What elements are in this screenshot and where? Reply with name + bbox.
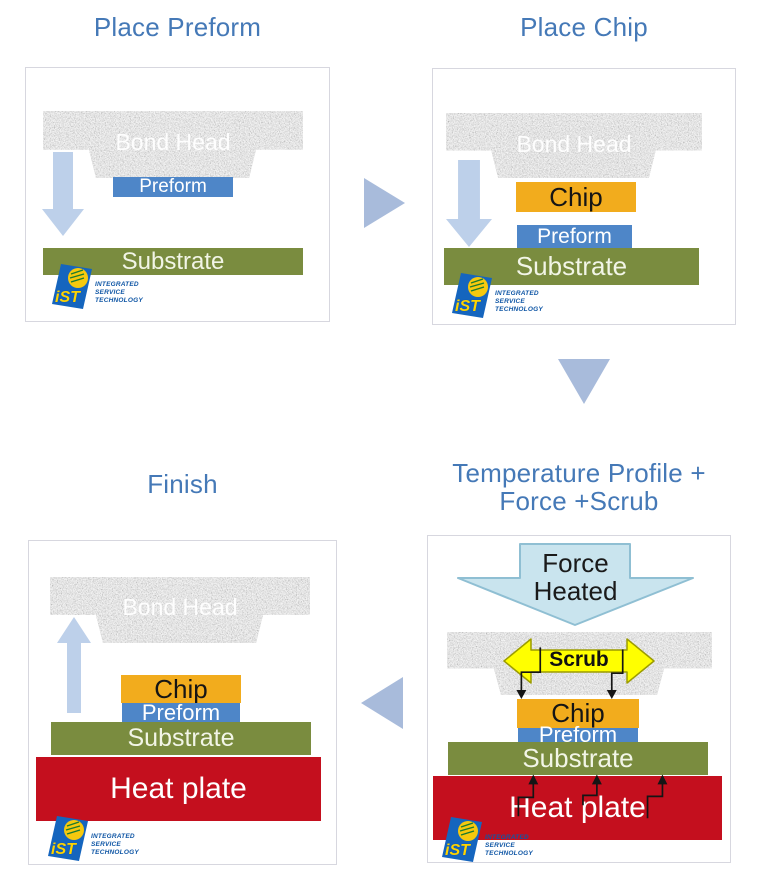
ist-logo-mark: iST — [52, 263, 92, 309]
flow-arrow-left-icon — [361, 677, 403, 729]
preform-layer: Preform — [113, 176, 233, 197]
ist-logo-mark: iST — [442, 816, 482, 862]
ist-logo-abbr: iST — [51, 841, 76, 858]
substrate-layer: Substrate — [51, 722, 311, 755]
force-heated-label: Force Heated — [533, 548, 618, 606]
force-heated-arrow: Force Heated — [457, 543, 694, 627]
bond-head-label: Bond Head — [122, 594, 238, 620]
title-line: Finish — [147, 469, 218, 499]
ist-logo-text: INTEGRATED SERVICE TECHNOLOGY — [91, 833, 139, 856]
substrate-layer: Substrate — [448, 742, 708, 775]
preform-label: Preform — [139, 176, 207, 197]
bond-head-shape — [447, 632, 712, 695]
ist-logo-abbr: iST — [455, 298, 480, 315]
ist-logo-shape — [48, 816, 88, 861]
preform-layer: Preform — [517, 225, 632, 248]
panel-title-temperature-force-scrub: Temperature Profile + Force +Scrub — [427, 459, 731, 515]
heat-plate-label: Heat plate — [509, 791, 646, 824]
ist-logo: iST INTEGRATED SERVICE TECHNOLOGY — [52, 263, 143, 309]
panel-temperature-force-scrub: Force Heated Scrub Chip Preform — [427, 535, 731, 863]
panel-title-finish: Finish — [28, 470, 337, 498]
heat-plate-layer: Heat plate — [433, 776, 722, 840]
flow-arrow-down-icon — [558, 359, 610, 404]
heat-flow-arrows — [516, 647, 668, 819]
heat-plate-layer: Heat plate — [36, 757, 321, 821]
down-arrow-icon — [446, 160, 492, 247]
ist-logo-text: INTEGRATED SERVICE TECHNOLOGY — [485, 834, 533, 857]
scrub-label: Scrub — [549, 648, 609, 671]
panel-title-place-chip: Place Chip — [432, 13, 736, 41]
ist-logo-mark: iST — [48, 815, 88, 861]
ist-logo-text: INTEGRATED SERVICE TECHNOLOGY — [495, 290, 543, 313]
bond-head-shape — [50, 577, 310, 643]
chip-layer: Chip — [517, 698, 639, 728]
bond-head: Bond Head — [446, 113, 702, 178]
substrate-label: Substrate — [127, 724, 235, 752]
chip-label: Chip — [549, 181, 603, 212]
ist-logo-shape — [442, 817, 482, 862]
bond-head-label: Bond Head — [115, 129, 231, 155]
preform-label: Preform — [141, 699, 221, 725]
ist-logo-mark: iST — [452, 272, 492, 318]
ist-logo: iST INTEGRATED SERVICE TECHNOLOGY — [452, 272, 543, 318]
title-line: Place Chip — [520, 12, 648, 42]
title-line: Temperature Profile + — [452, 458, 706, 488]
ist-logo-shape — [52, 264, 92, 309]
chip-label: Chip — [551, 698, 605, 728]
ist-logo-abbr: iST — [55, 289, 80, 306]
panel-place-chip: Bond Head Chip Preform Substrate — [432, 68, 736, 325]
ist-logo-abbr: iST — [445, 842, 470, 859]
bond-head-shape — [446, 113, 702, 178]
up-arrow-icon — [57, 617, 91, 713]
panel-title-place-preform: Place Preform — [25, 13, 330, 41]
chip-layer: Chip — [121, 673, 241, 704]
flow-arrow-right-icon — [364, 178, 405, 228]
ist-logo: iST INTEGRATED SERVICE TECHNOLOGY — [442, 816, 533, 862]
bond-head — [447, 632, 712, 695]
substrate-label: Substrate — [515, 251, 628, 281]
chip-label: Chip — [154, 673, 208, 704]
substrate-label: Substrate — [121, 247, 225, 275]
title-line: Force +Scrub — [499, 486, 659, 516]
bond-head-shape — [43, 111, 303, 178]
bond-head: Bond Head — [50, 577, 310, 643]
chip-layer: Chip — [516, 182, 636, 212]
force-arrow-shape — [457, 543, 694, 626]
bond-head: Bond Head — [43, 111, 303, 178]
heat-plate-label: Heat plate — [110, 772, 247, 805]
ist-logo-shape — [452, 273, 492, 318]
panel-finish: Bond Head Chip Preform Substrate Heat pl… — [28, 540, 337, 865]
title-line: Place Preform — [93, 12, 262, 42]
down-arrow-icon — [42, 152, 84, 236]
scrub-arrow: Scrub — [503, 633, 655, 689]
ist-logo-text: INTEGRATED SERVICE TECHNOLOGY — [95, 281, 143, 304]
scrub-arrow-shape — [503, 638, 655, 684]
substrate-label: Substrate — [522, 743, 634, 773]
ist-logo: iST INTEGRATED SERVICE TECHNOLOGY — [48, 815, 139, 861]
preform-layer: Preform — [122, 700, 240, 725]
panel-place-preform: Bond Head Preform Substrate iST — [25, 67, 330, 322]
preform-label: Preform — [537, 224, 612, 248]
bond-head-label: Bond Head — [516, 131, 632, 157]
